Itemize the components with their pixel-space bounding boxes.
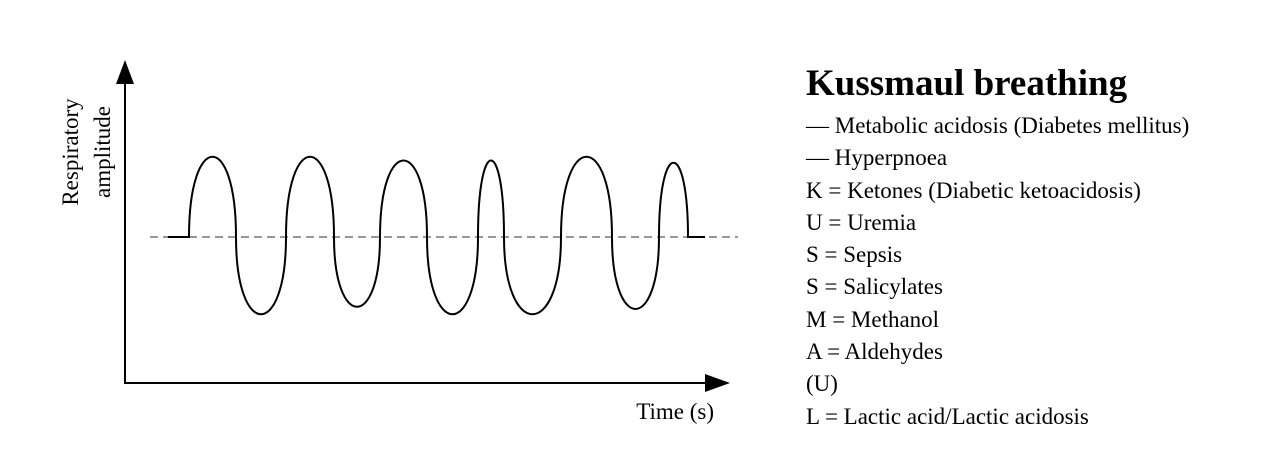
legend-list: — Metabolic acidosis (Diabetes mellitus)… [806, 110, 1266, 433]
y-axis-label-line-1: Respiratory [58, 98, 83, 206]
legend-item: — Hyperpnoea [806, 145, 948, 171]
legend-item: S = Sepsis [806, 242, 903, 268]
y-axis-label-line-2: amplitude [90, 106, 115, 198]
legend-item: K = Ketones (Diabetic ketoacidosis) [806, 177, 1141, 203]
x-axis-label: Time (s) [636, 399, 714, 424]
legend-item: — Metabolic acidosis (Diabetes mellitus) [806, 113, 1190, 138]
breathing-waveform [168, 156, 705, 316]
legend-title: Kussmaul breathing [806, 63, 1128, 104]
legend-item: A = Aldehydes [806, 339, 943, 365]
y-axis-arrowhead [116, 60, 134, 84]
kussmaul-diagram: Respiratory amplitude Time (s) [58, 60, 738, 424]
legend-item: M = Methanol [806, 306, 940, 332]
legend-item: (U) [806, 371, 838, 397]
legend-item: S = Salicylates [806, 274, 943, 300]
legend-item: L = Lactic acid/Lactic acidosis [806, 403, 1089, 429]
legend-item: U = Uremia [806, 209, 917, 235]
legend-panel: Kussmaul breathing — Metabolic acidosis … [806, 62, 1266, 433]
x-axis-arrowhead [705, 374, 730, 392]
